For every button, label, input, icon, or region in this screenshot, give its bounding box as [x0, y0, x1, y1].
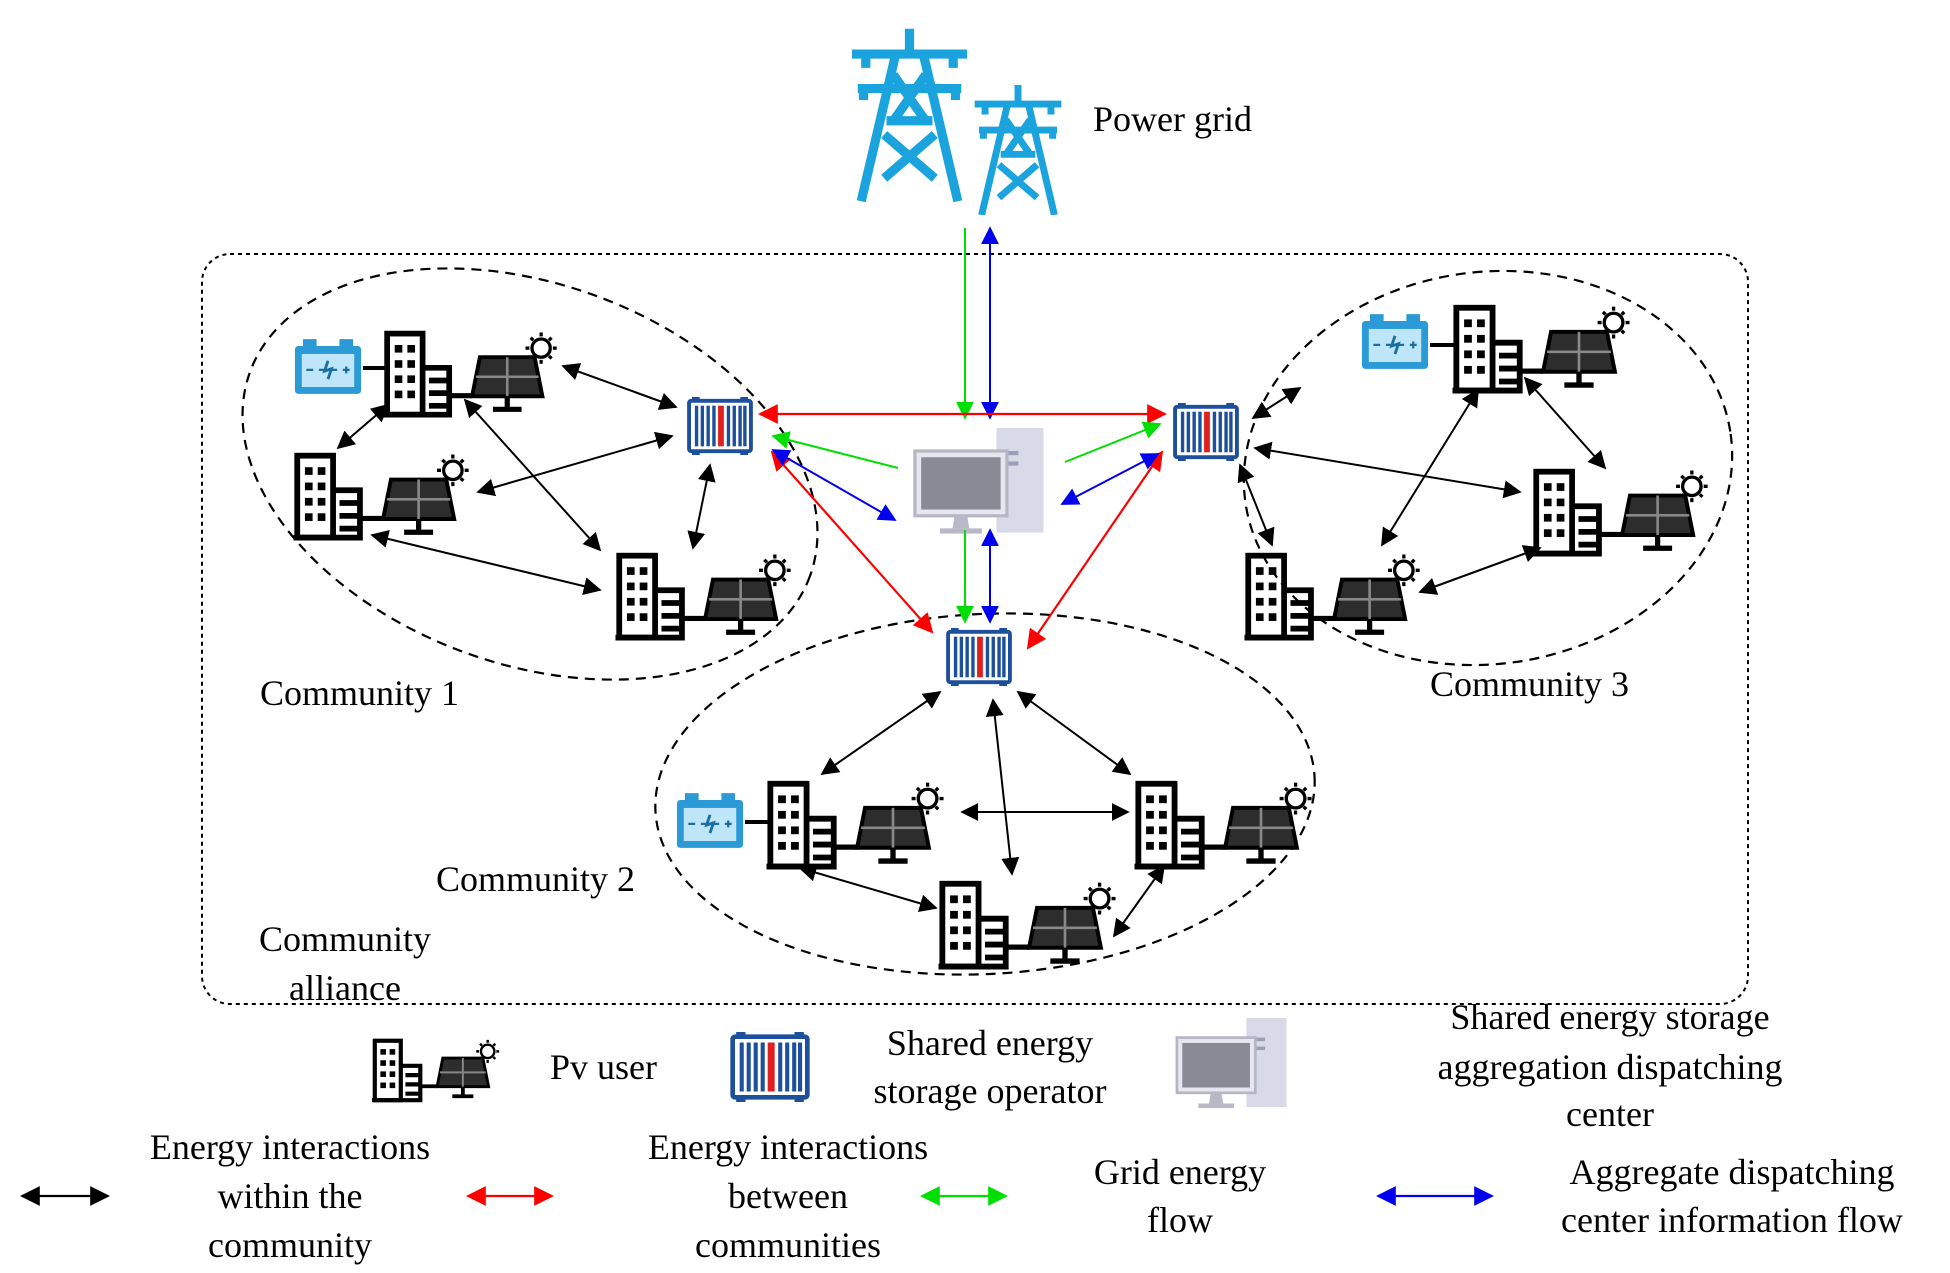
community-3-boundary: [1242, 269, 1734, 667]
legend-within: community: [208, 1225, 372, 1265]
storage-container-icon: [1175, 403, 1237, 461]
pv-user-icon: [1244, 555, 1419, 638]
alliance-label: Community: [259, 919, 431, 959]
battery-icon: [293, 338, 363, 395]
pv-user-icon: [615, 555, 790, 638]
alliance-label: alliance: [289, 968, 401, 1008]
legend-within: Energy interactions: [150, 1127, 430, 1167]
pv-user-icon: [383, 332, 556, 414]
storage-container-icon: [946, 628, 1012, 686]
legend-between: communities: [695, 1225, 881, 1265]
pv-user-icon: [766, 783, 943, 867]
power-grid-icon: [852, 29, 967, 202]
pv-user-icon: [1452, 307, 1629, 391]
alliance-boundary: [201, 253, 1749, 1005]
info-flow-arrow: [771, 449, 897, 521]
community-3-label: Community 3: [1430, 664, 1629, 704]
power-grid-label: Power grid: [1093, 99, 1252, 139]
between-arrow: [1026, 450, 1164, 650]
grid-flow-arrow: [771, 431, 899, 469]
computer-icon: [913, 428, 1046, 536]
pv-user-icon: [1134, 783, 1311, 867]
battery-icon: [1360, 313, 1430, 370]
computer-legend-icon: [1175, 1018, 1288, 1110]
legend-between: between: [728, 1176, 848, 1216]
pv-user-legend-icon: [372, 1040, 499, 1100]
legend-grid-flow: Grid energy: [1094, 1152, 1266, 1192]
grid-flow-arrow: [1064, 421, 1162, 463]
legend-pv-user: Pv user: [550, 1047, 657, 1087]
legend-info-flow: center information flow: [1561, 1200, 1903, 1240]
storage-container-icon: [689, 397, 751, 455]
legend-grid-flow: flow: [1147, 1200, 1213, 1240]
legend-dispatch-center: Shared energy storage: [1450, 997, 1769, 1037]
legend-storage-operator: Shared energy: [887, 1023, 1093, 1063]
legend-dispatch-center: aggregation dispatching: [1438, 1047, 1783, 1087]
legend-storage-operator: storage operator: [874, 1071, 1107, 1111]
community-1-label: Community 1: [260, 673, 459, 713]
pv-user-icon: [1532, 471, 1707, 554]
power-grid-icon: [975, 85, 1062, 215]
community-2-boundary: [654, 612, 1316, 976]
pv-user-icon: [938, 883, 1115, 967]
legend-between: Energy interactions: [648, 1127, 928, 1167]
pv-user-icon: [293, 455, 468, 538]
storage-legend-icon: [733, 1032, 808, 1102]
battery-icon: [675, 792, 745, 849]
legend-dispatch-center: center: [1566, 1094, 1654, 1134]
community-2-label: Community 2: [436, 859, 635, 899]
between-arrow: [770, 450, 934, 634]
legend-within: within the: [218, 1176, 363, 1216]
info-flow-arrow: [1060, 453, 1160, 505]
community-1-boundary: [241, 267, 819, 681]
legend-info-flow: Aggregate dispatching: [1570, 1152, 1895, 1192]
